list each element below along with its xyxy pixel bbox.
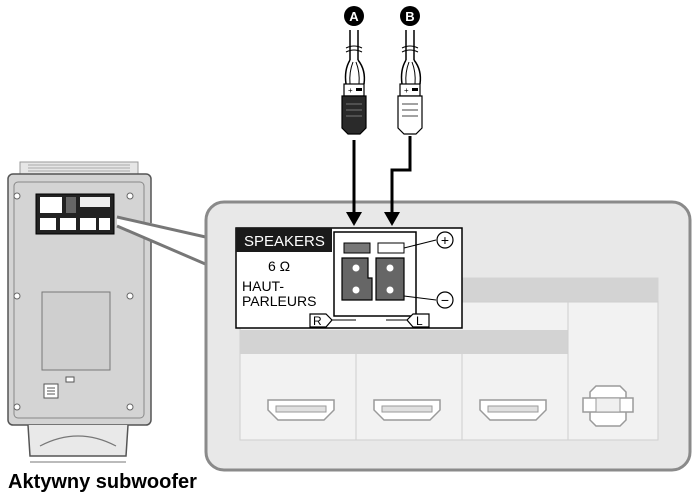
right-tag-label: R <box>313 314 322 328</box>
speaker-terminal-panel: SPEAKERS 6 Ω HAUT- PARLEURS R L + <box>235 227 463 329</box>
parleurs-label: PARLEURS <box>242 293 316 309</box>
negative-color-tab <box>343 242 371 254</box>
svg-text:+: + <box>441 232 449 248</box>
callout-a: A <box>344 6 364 26</box>
positive-color-tab <box>377 242 405 254</box>
impedance-label: 6 Ω <box>268 258 290 274</box>
callout-b-label: B <box>405 9 414 24</box>
zoom-lines <box>116 215 212 268</box>
hdmi-port-icon <box>479 399 547 421</box>
speakers-title-bg <box>236 228 332 252</box>
hdmi-port-icon <box>267 399 335 421</box>
plug-a <box>341 95 367 135</box>
svg-text:+: + <box>348 86 353 95</box>
cable-a: + <box>341 30 367 226</box>
plus-icon <box>436 231 454 249</box>
left-tag <box>406 313 430 328</box>
optical-port-icon <box>582 385 634 427</box>
right-terminal <box>341 257 373 301</box>
svg-text:+: + <box>404 86 409 95</box>
haut-label: HAUT- <box>242 278 284 294</box>
speakers-title: SPEAKERS <box>244 233 325 250</box>
subwoofer <box>7 161 152 463</box>
lower-panel <box>41 291 111 371</box>
hdmi-port-icon <box>373 399 441 421</box>
right-tag <box>309 313 333 328</box>
minus-icon <box>436 291 454 309</box>
subwoofer-stand <box>27 424 129 457</box>
svg-text:−: − <box>441 292 449 308</box>
left-terminal <box>375 257 405 301</box>
caption: Aktywny subwoofer <box>8 471 197 493</box>
callout-a-label: A <box>349 9 359 24</box>
callout-b: B <box>400 6 420 26</box>
plug-b <box>397 95 423 135</box>
cable-b: + <box>384 30 423 226</box>
left-tag-label: L <box>416 314 423 328</box>
